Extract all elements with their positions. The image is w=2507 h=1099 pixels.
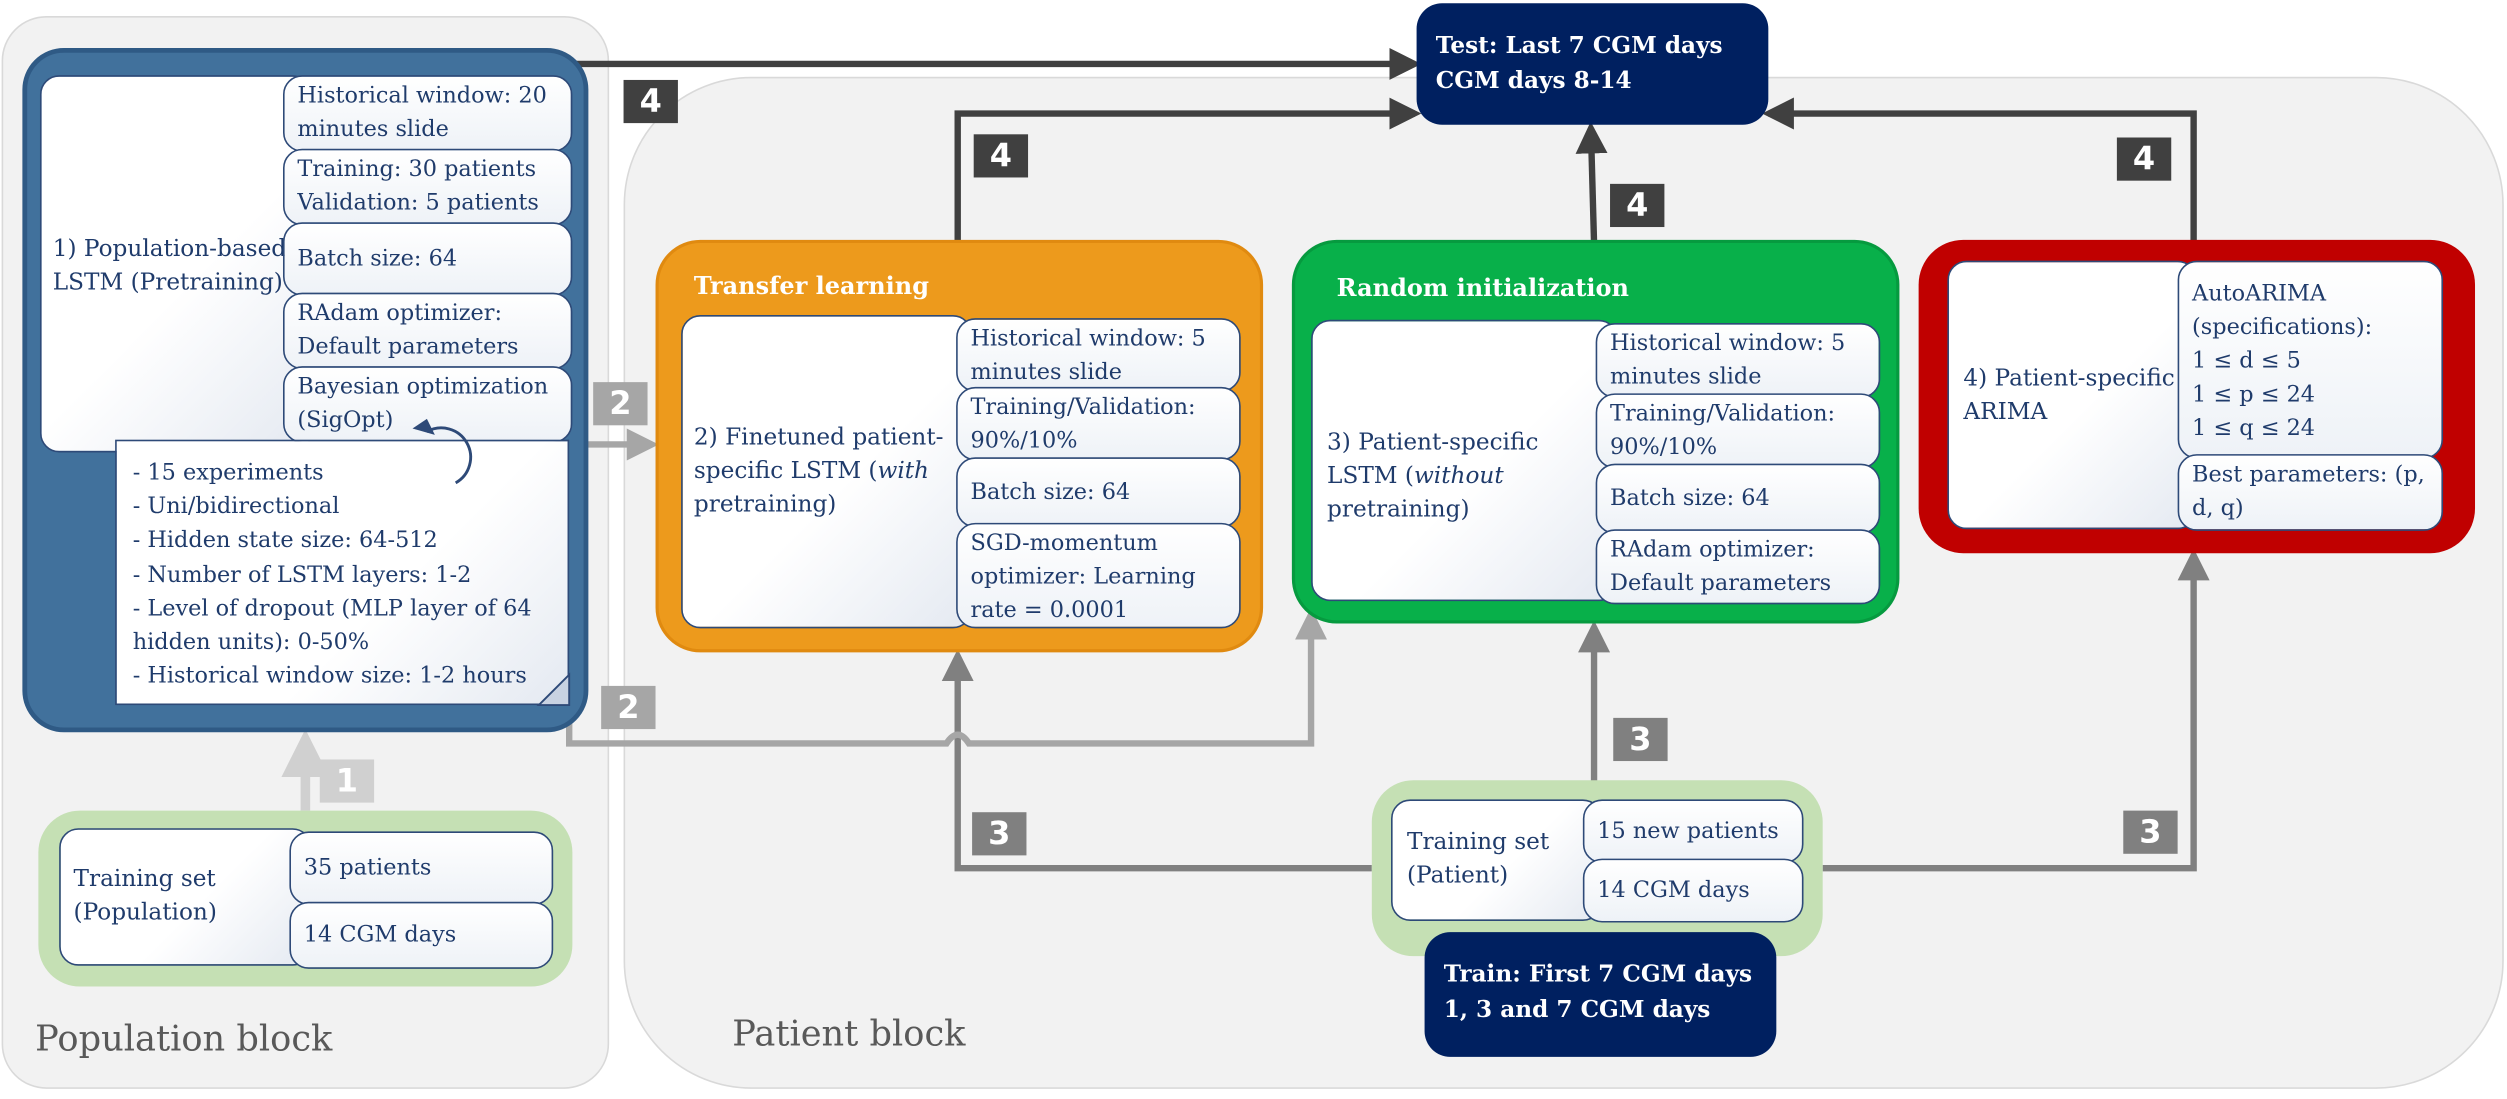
arrow-random-to-test (1575, 121, 1608, 244)
step-badge-4: 4 (1610, 183, 1665, 228)
transfer-title-pre: 2) Finetuned patient-specific LSTM ( (693, 425, 944, 485)
arrow-transfer-to-test (954, 97, 1422, 244)
step-badge-1: 1 (319, 759, 375, 803)
random-title: 3) Patient-specific LSTM (without pretra… (1327, 427, 1608, 528)
step-badge-4: 4 (973, 134, 1029, 178)
patient-training-set-title: Training set (Patient) (1406, 829, 1550, 889)
train-box-line-2: 1, 3 and 7 CGM days (1443, 996, 1711, 1024)
transfer-title: 2) Finetuned patient-specific LSTM (with… (694, 422, 963, 523)
pretraining-param-optimizer: RAdam optimizer: Default parameters (282, 292, 573, 370)
arrow-patient-set-to-arima (1822, 548, 2210, 872)
random-initialization-header: Random initialization (1336, 273, 1629, 303)
random-title-post: pretraining) (1327, 497, 1470, 523)
population-cgm-days-cell: 14 CGM days (289, 901, 554, 969)
pretraining-title: 1) Population-based LSTM (Pretraining) (52, 236, 287, 296)
random-param-historical-window: Historical window: 5 minutes slide (1595, 322, 1881, 399)
transfer-title-box (681, 314, 973, 629)
step-badge-3: 3 (972, 812, 1027, 856)
step-badge-2: 2 (593, 382, 648, 426)
test-box-line-1: Test: Last 7 CGM days (1435, 31, 1723, 60)
arima-specifications: AutoARIMA (specifications): 1 ≤ d ≤ 5 1 … (2177, 260, 2444, 459)
test-box: Test: Last 7 CGM days CGM days 8-14 (1416, 3, 1769, 125)
transfer-title-em: with (877, 458, 929, 485)
random-title-em: without (1413, 463, 1504, 490)
transfer-param-training-validation: Training/Validation: 90%/10% (956, 386, 1241, 461)
refresh-cycle-arrowhead (412, 418, 435, 435)
transfer-learning-header: Transfer learning (693, 271, 929, 301)
patient-block-label: Patient block (732, 1015, 966, 1056)
arima-spec-line: (specifications): (2192, 314, 2373, 341)
refresh-cycle-icon (426, 426, 473, 485)
random-param-training-validation: Training/Validation: 90%/10% (1595, 393, 1881, 469)
step-badge-4: 4 (623, 79, 678, 124)
pretraining-title-box (39, 75, 312, 453)
experiments-line: - Number of LSTM layers: 1-2 (132, 562, 472, 588)
patient-cgm-days-cell: 14 CGM days (1582, 858, 1804, 923)
population-block-label: Population block (35, 1020, 333, 1061)
step-badge-3: 3 (2123, 810, 2178, 854)
arrow-patient-set-to-transfer (941, 649, 1372, 872)
random-param-batch-size: Batch size: 64 (1595, 463, 1881, 535)
arima-spec-line: 1 ≤ p ≤ 24 (2192, 382, 2316, 408)
arrow-arima-to-test (1761, 97, 2197, 244)
pretraining-param-training: Training: 30 patients Validation: 5 pati… (282, 148, 573, 226)
experiments-line: - Hidden state size: 64-512 (132, 528, 438, 554)
arrow-pretraining-to-random (565, 607, 1328, 747)
arima-best-parameters: Best parameters: (p, d, q) (2177, 454, 2444, 531)
random-title-box (1311, 319, 1619, 602)
step-badge-4: 4 (2116, 137, 2172, 181)
arima-spec-line: 1 ≤ d ≤ 5 (2192, 348, 2301, 375)
experiments-line: - 15 experiments (132, 460, 324, 487)
arima-title-box (1947, 260, 2197, 530)
population-training-set-title-box (59, 828, 312, 966)
patient-new-patients-cell: 15 new patients (1582, 799, 1804, 864)
random-title-pre: 3) Patient-specific LSTM ( (1327, 430, 1539, 490)
random-param-optimizer: RAdam optimizer: Default parameters (1595, 529, 1881, 605)
step-badge-3: 3 (1613, 717, 1668, 762)
experiments-line: - Level of dropout (MLP layer of 64 (132, 596, 532, 622)
population-training-set-title: Training set (Population) (73, 866, 217, 926)
arima-spec-line: 1 ≤ q ≤ 24 (2192, 415, 2316, 442)
arima-spec-line: AutoARIMA (2192, 281, 2327, 307)
pretraining-param-bayesian: Bayesian optimization (SigOpt) (282, 366, 573, 443)
arima-title: 4) Patient-specific ARIMA (1963, 366, 2175, 426)
folded-corner-icon (536, 672, 571, 707)
pretraining-param-historical-window: Historical window: 20 minutes slide (282, 75, 573, 152)
patient-training-set-title-box (1390, 799, 1603, 921)
transfer-param-optimizer: SGD-momentum optimizer: Learning rate = … (956, 522, 1241, 629)
test-box-line-2: CGM days 8-14 (1435, 67, 1632, 95)
experiments-note: - 15 experiments - Uni/bidirectional - H… (115, 439, 570, 706)
transfer-title-post: pretraining) (693, 492, 837, 519)
experiments-line: - Uni/bidirectional (132, 494, 340, 520)
train-box: Train: First 7 CGM days 1, 3 and 7 CGM d… (1424, 932, 1777, 1057)
transfer-param-batch-size: Batch size: 64 (956, 457, 1241, 528)
population-patients-cell: 35 patients (289, 831, 554, 905)
step-badge-2: 2 (601, 685, 656, 730)
train-box-line-1: Train: First 7 CGM days (1443, 960, 1753, 989)
pretraining-param-batch-size: Batch size: 64 (282, 222, 573, 296)
transfer-param-historical-window: Historical window: 5 minutes slide (956, 318, 1241, 392)
experiments-line: hidden units): 0-50% (132, 629, 370, 656)
experiments-line: - Historical window size: 1-2 hours (132, 663, 527, 690)
